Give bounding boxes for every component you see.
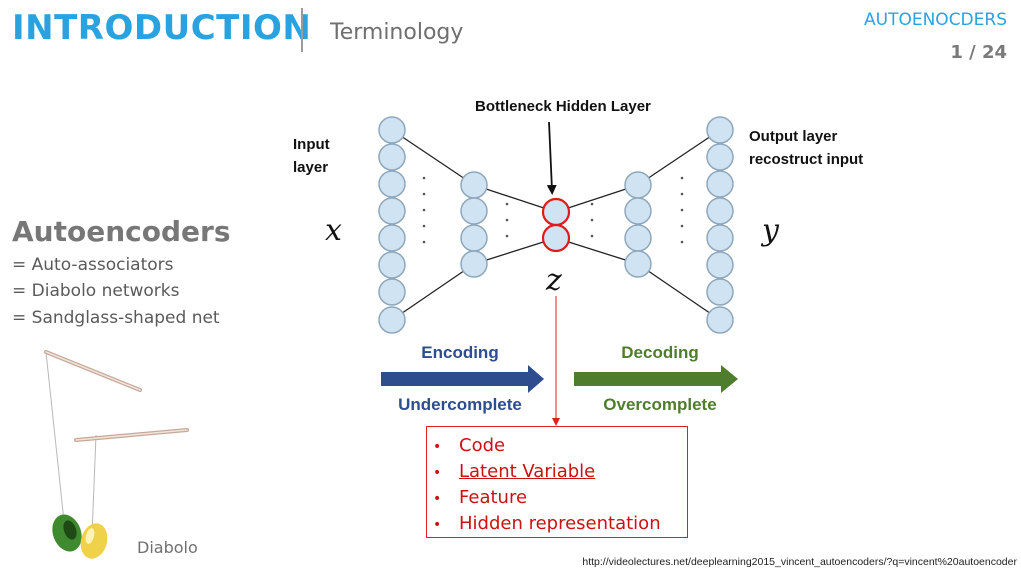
- undercomplete-label: Undercomplete: [398, 395, 522, 414]
- bottleneck-neuron: [541, 197, 571, 227]
- latent-term: • Hidden representation: [433, 511, 661, 537]
- neuron: [706, 116, 734, 144]
- neuron: [706, 306, 734, 334]
- latent-symbol: z: [545, 263, 562, 298]
- neuron: [706, 224, 734, 252]
- encoder-hidden-neurons: [460, 171, 488, 278]
- neuron: [706, 170, 734, 198]
- alias-item: = Diabolo networks: [12, 281, 180, 301]
- input-layer-label: Input: [293, 136, 330, 153]
- encoding-arrow: [381, 365, 544, 393]
- neuron: [378, 197, 406, 225]
- neuron: [706, 278, 734, 306]
- alias-item: = Auto-associators: [12, 255, 174, 275]
- neuron: [378, 306, 406, 334]
- neuron: [378, 278, 406, 306]
- diabolo-caption: Diabolo: [137, 538, 198, 557]
- input-symbol: x: [325, 213, 342, 248]
- bullet-icon: •: [433, 439, 442, 455]
- neuron: [378, 116, 406, 144]
- ellipsis-dots: [422, 176, 684, 244]
- neuron: [460, 250, 488, 278]
- neuron: [706, 197, 734, 225]
- diabolo-string-right: [91, 434, 97, 536]
- neuron: [460, 171, 488, 199]
- neuron: [706, 251, 734, 279]
- autoencoders-heading: Autoencoders: [12, 215, 231, 248]
- neuron: [378, 224, 406, 252]
- connection-lines: [391, 129, 721, 321]
- neuron: [624, 224, 652, 252]
- output-layer-label: recostruct input: [749, 151, 863, 168]
- decoding-arrow: [574, 365, 738, 393]
- bottleneck-neuron: [541, 223, 571, 253]
- neuron: [378, 170, 406, 198]
- output-layer-label: Output layer: [749, 128, 838, 145]
- neuron: [460, 224, 488, 252]
- bullet-icon: •: [433, 465, 442, 481]
- latent-terms-list: • Code • Latent Variable • Feature • Hidden …: [433, 433, 661, 537]
- decoding-label: Decoding: [621, 343, 698, 362]
- source-url[interactable]: http://videolectures.net/deeplearning201…: [582, 556, 1017, 568]
- bottleneck-neurons: [541, 197, 571, 253]
- input-layer-neurons: [378, 116, 406, 334]
- diabolo-string-left: [45, 351, 67, 541]
- encoding-label: Encoding: [421, 343, 498, 362]
- neuron: [378, 143, 406, 171]
- deck-title: AUTOENOCDERS: [864, 10, 1007, 30]
- neuron: [706, 143, 734, 171]
- output-layer-neurons: [706, 116, 734, 334]
- neuron: [378, 251, 406, 279]
- latent-term-text: Code: [459, 435, 506, 456]
- overcomplete-label: Overcomplete: [603, 395, 716, 414]
- bottleneck-arrow: [546, 121, 557, 195]
- latent-term-text: Feature: [459, 487, 528, 508]
- latent-term[interactable]: • Latent Variable: [433, 459, 661, 485]
- neuron: [460, 197, 488, 225]
- alias-item: = Sandglass-shaped net: [12, 308, 220, 328]
- latent-term-text: Hidden representation: [459, 513, 661, 534]
- neuron: [624, 250, 652, 278]
- latent-variable-link[interactable]: Latent Variable: [459, 461, 596, 482]
- diabolo-illustration: [44, 350, 189, 559]
- bullet-icon: •: [433, 517, 442, 533]
- neuron: [624, 197, 652, 225]
- latent-term: • Feature: [433, 485, 661, 511]
- section-title: INTRODUCTION: [12, 8, 312, 48]
- bottleneck-label: Bottleneck Hidden Layer: [475, 98, 651, 115]
- title-divider: [301, 8, 303, 52]
- decoder-hidden-neurons: [624, 171, 652, 278]
- bullet-icon: •: [433, 491, 442, 507]
- latent-term: • Code: [433, 433, 661, 459]
- slide-subtitle: Terminology: [330, 20, 464, 45]
- input-layer-label: layer: [293, 159, 328, 176]
- page-number: 1 / 24: [950, 42, 1007, 63]
- latent-terms-box: • Code • Latent Variable • Feature • Hidden …: [426, 426, 688, 538]
- neuron: [624, 171, 652, 199]
- output-symbol: y: [760, 213, 780, 248]
